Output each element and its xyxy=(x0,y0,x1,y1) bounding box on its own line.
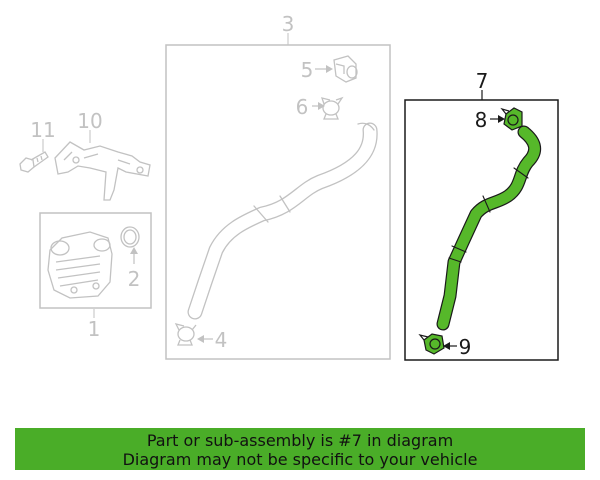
hose-part-faded[interactable] xyxy=(187,122,378,320)
callout-8: 8 xyxy=(475,108,488,132)
banner-line-2: Diagram may not be specific to your vehi… xyxy=(122,450,478,469)
quick-connector-part[interactable] xyxy=(333,55,358,83)
clamp-part-upper[interactable] xyxy=(321,96,344,120)
o-ring-part[interactable] xyxy=(120,226,140,248)
callout-10: 10 xyxy=(77,109,102,133)
callout-arrow-5 xyxy=(315,65,333,73)
callout-arrow-9 xyxy=(443,342,457,350)
callout-7: 7 xyxy=(476,69,489,93)
oil-cooler-part[interactable] xyxy=(47,231,113,299)
callout-6: 6 xyxy=(296,95,309,119)
callout-arrow-4 xyxy=(197,335,213,343)
callout-4: 4 xyxy=(215,328,228,352)
bolt-part[interactable] xyxy=(19,151,49,173)
callout-arrow-6 xyxy=(312,102,325,110)
banner-line-1: Part or sub-assembly is #7 in diagram xyxy=(146,431,454,450)
oil-cooler-box xyxy=(39,212,152,309)
callout-3: 3 xyxy=(282,12,295,36)
callout-arrow-2 xyxy=(130,247,138,264)
callout-arrow-8 xyxy=(490,115,505,123)
callout-5: 5 xyxy=(301,58,314,82)
bracket-part[interactable] xyxy=(54,141,151,201)
clamp-part-lower[interactable] xyxy=(174,323,197,346)
info-banner: Part or sub-assembly is #7 in diagram Di… xyxy=(15,428,585,470)
hose-clamp-lower[interactable] xyxy=(418,333,445,355)
bracket-group xyxy=(19,130,151,201)
parts-diagram: 11 10 1 2 3 4 5 6 7 8 9 xyxy=(19,12,559,361)
hose-clamp-upper[interactable] xyxy=(500,107,523,131)
callout-1: 1 xyxy=(88,317,101,341)
cooler-hose-part[interactable] xyxy=(436,125,542,331)
callout-9: 9 xyxy=(459,335,472,359)
callout-11: 11 xyxy=(30,118,55,142)
callout-2: 2 xyxy=(128,267,141,291)
hose-kit-box xyxy=(165,44,391,360)
